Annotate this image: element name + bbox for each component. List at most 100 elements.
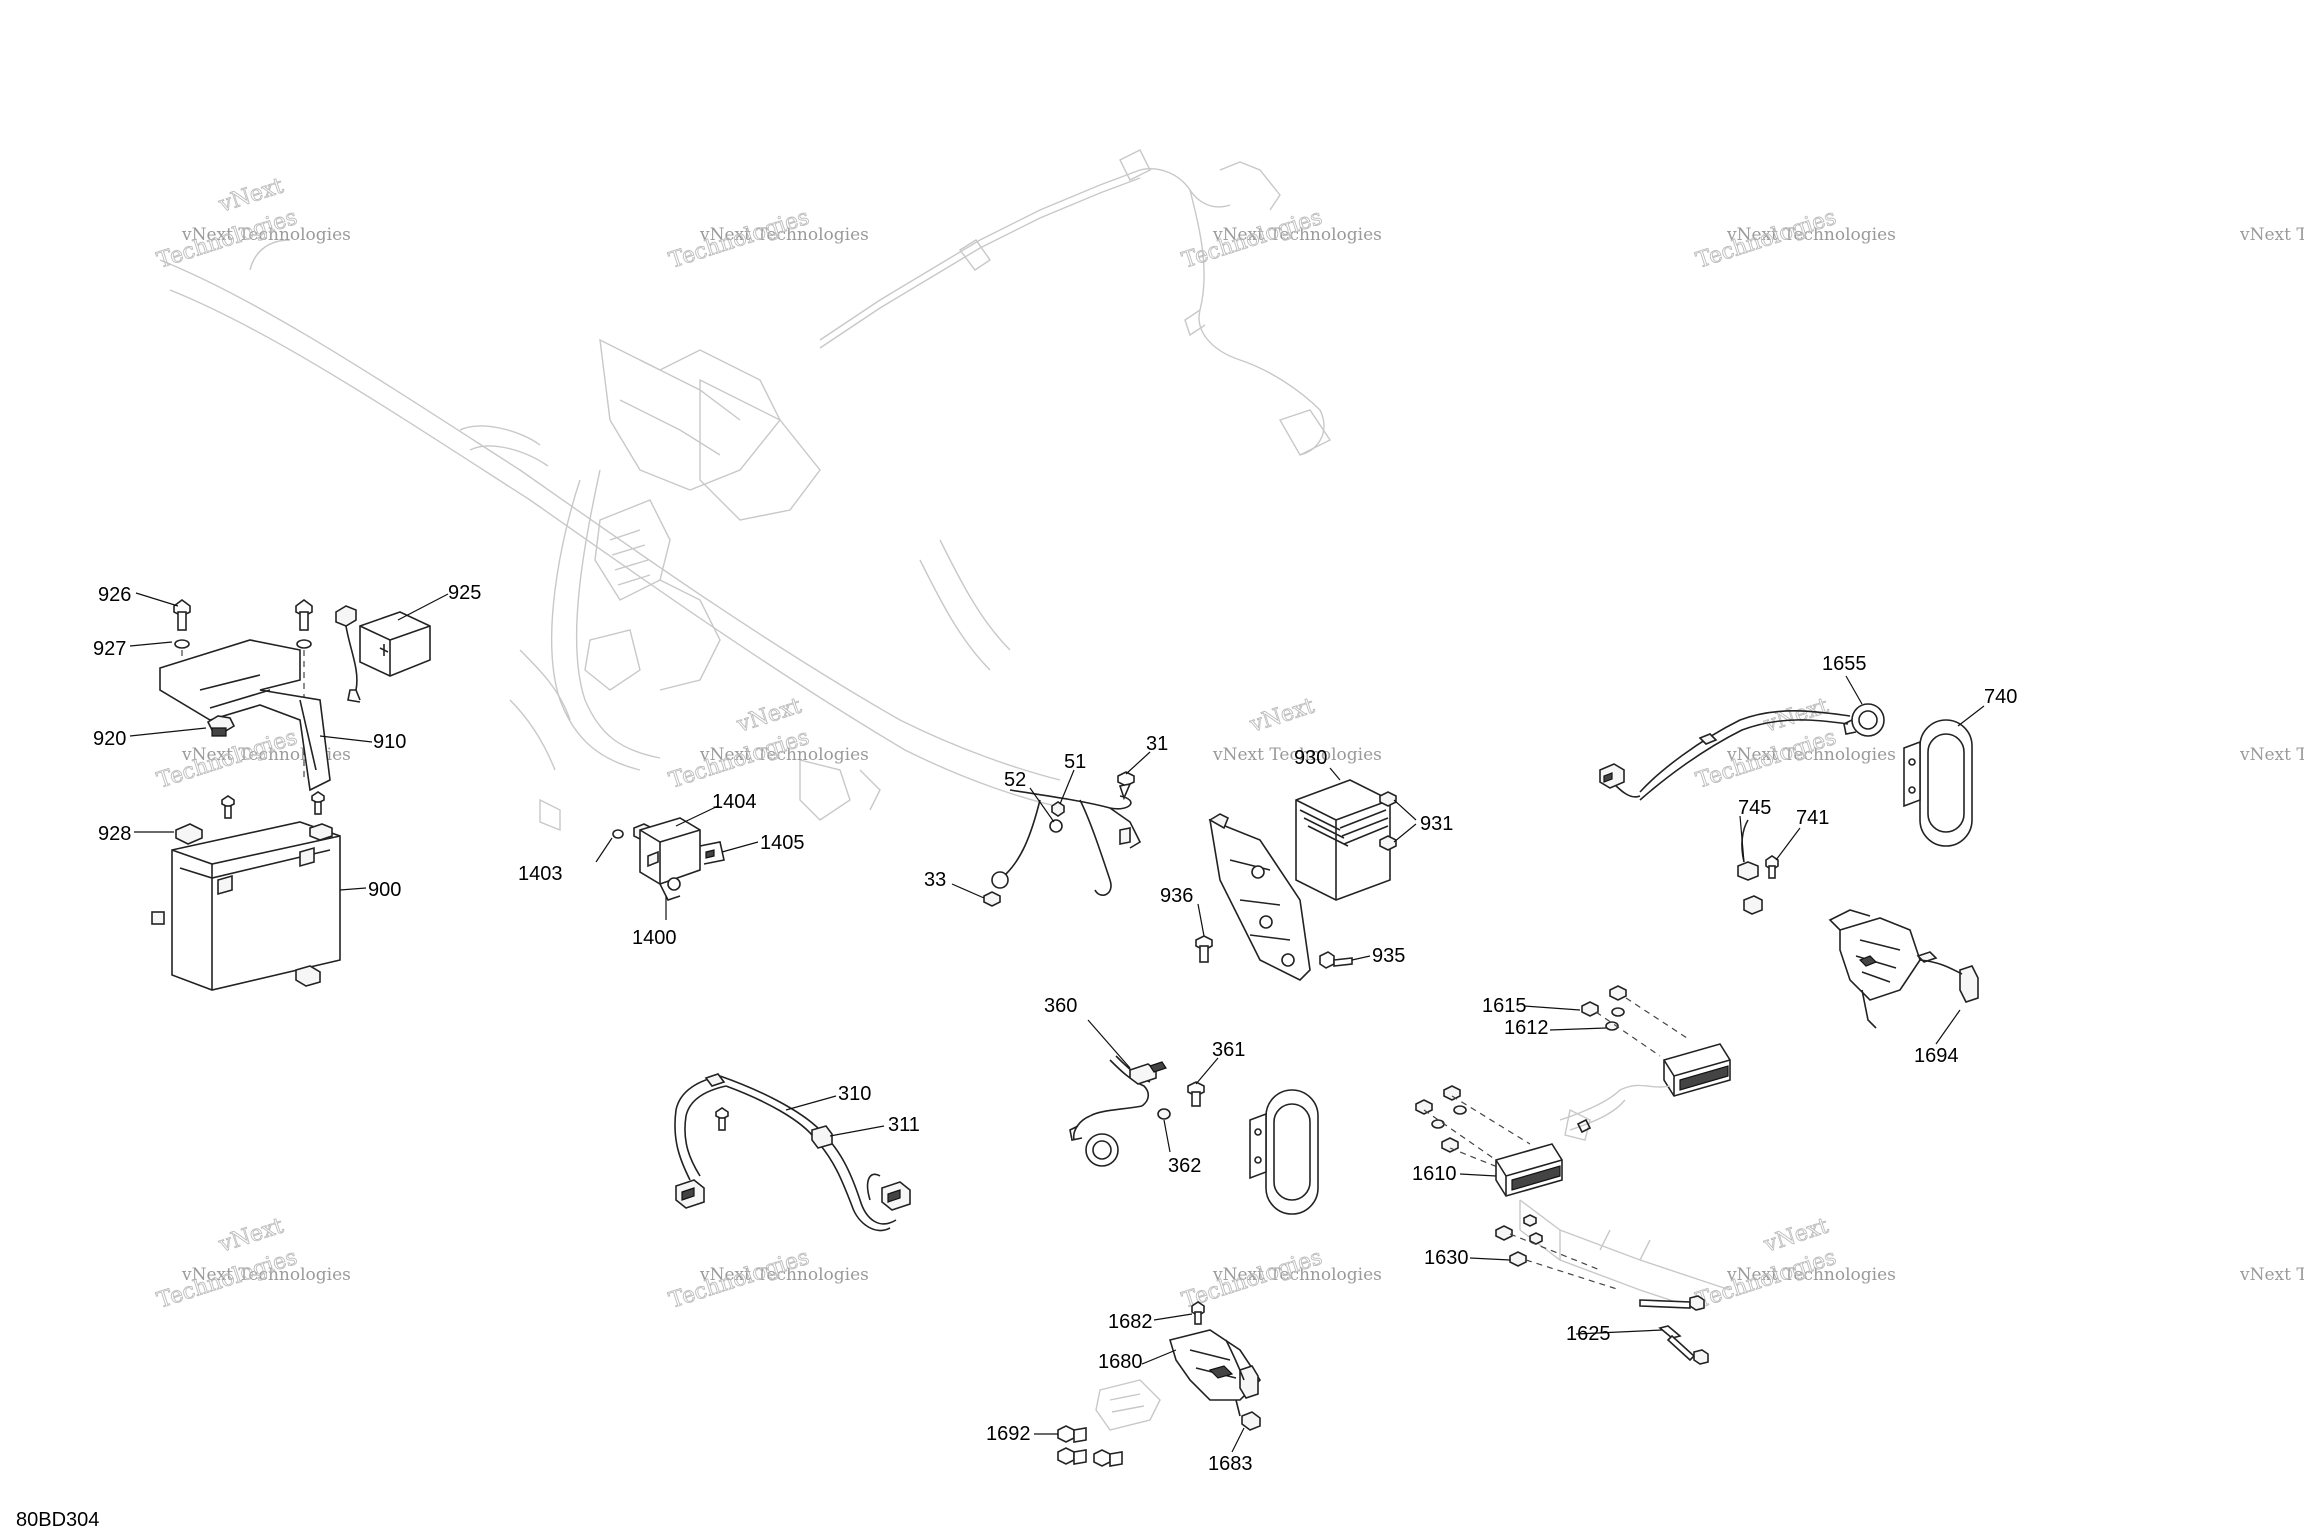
bolt-31 xyxy=(1117,771,1135,801)
svg-text:vNext Technologies: vNext Technologies xyxy=(699,745,869,765)
light-360-group xyxy=(1069,1055,1319,1215)
callout-311: 311 xyxy=(888,1114,920,1136)
washer-927b xyxy=(296,639,312,649)
module-930-group xyxy=(1195,779,1397,981)
watermark: vNext Technologies vNext Technologies xyxy=(154,1213,351,1314)
callout-310: 310 xyxy=(838,1083,871,1105)
lamp-740 xyxy=(1903,719,1973,847)
callout-1680: 1680 xyxy=(1098,1351,1143,1373)
callout-1655: 1655 xyxy=(1822,653,1867,675)
bolt-926 xyxy=(173,599,191,631)
watermark: vNext Technologies xyxy=(2239,745,2304,765)
callout-1404: 1404 xyxy=(712,791,757,813)
callout-1615: 1615 xyxy=(1482,995,1527,1017)
lamp-1610 xyxy=(1495,1143,1563,1197)
callout-33: 33 xyxy=(924,869,946,891)
svg-text:vNext Technologies: vNext Technologies xyxy=(181,1265,351,1285)
harness-360 xyxy=(1069,1055,1167,1167)
screw-1682 xyxy=(1191,1301,1205,1325)
battery-group xyxy=(151,599,431,991)
watermark: vNext Technologies Technologies xyxy=(666,204,869,274)
nuts-1615 xyxy=(1581,985,1627,1017)
ecm-930 xyxy=(1295,779,1391,901)
callout-936: 936 xyxy=(1160,885,1193,907)
screw-741 xyxy=(1765,855,1779,879)
light-group-right xyxy=(1599,703,1979,1029)
washer-927 xyxy=(174,639,190,649)
bolts-1625 xyxy=(1639,1295,1709,1365)
svg-text:vNext Technologies: vNext Technologies xyxy=(181,225,351,245)
screw-small xyxy=(311,791,325,815)
bolt-926b xyxy=(295,599,313,631)
grommet-52 xyxy=(1049,819,1063,833)
screws-1610 xyxy=(1415,1085,1467,1153)
harness-1655 xyxy=(1599,703,1885,801)
svg-text:vNext Technologies: vNext Technologies xyxy=(1212,225,1382,245)
bolt-361 xyxy=(1187,1081,1205,1107)
clip-311 xyxy=(811,1125,833,1149)
lamp-1612-top xyxy=(1663,1043,1731,1097)
callout-928: 928 xyxy=(98,823,131,845)
assembly-1694 xyxy=(1828,909,1979,1029)
svg-text:vNext Technologies: vNext Technologies xyxy=(2239,1265,2304,1285)
watermark-grid: vNext Technologies vNext Technologies vN… xyxy=(154,173,2304,1314)
bolt-936 xyxy=(1195,935,1213,963)
callout-1400: 1400 xyxy=(632,927,677,949)
nuts-1630 xyxy=(1495,1214,1543,1267)
svg-text:vNext Technologies: vNext Technologies xyxy=(1726,1265,1896,1285)
callout-1403: 1403 xyxy=(518,863,563,885)
part-1400-group xyxy=(612,817,725,901)
svg-text:vNext Technologies: vNext Technologies xyxy=(1726,745,1896,765)
screw-small xyxy=(221,795,235,819)
watermark: vNext Technologies xyxy=(2239,1265,2304,1285)
callout-741: 741 xyxy=(1796,807,1829,829)
svg-text:vNext: vNext xyxy=(1246,694,1318,739)
callout-745: 745 xyxy=(1738,797,1771,819)
svg-text:vNext Technologies: vNext Technologies xyxy=(1212,1265,1382,1285)
svg-text:vNext Technologies: vNext Technologies xyxy=(1726,225,1896,245)
callout-361: 361 xyxy=(1212,1039,1245,1061)
watermark: vNext Technologies vNext Technologies xyxy=(1693,1213,1896,1314)
bolt-935 xyxy=(1319,951,1353,969)
svg-text:vNext Technologies: vNext Technologies xyxy=(699,1265,869,1285)
clip-745 xyxy=(1737,819,1763,915)
callout-900: 900 xyxy=(368,879,401,901)
callout-931: 931 xyxy=(1420,813,1453,835)
callout-1630: 1630 xyxy=(1424,1247,1469,1269)
clip-1683 xyxy=(1235,1399,1261,1431)
callout-51: 51 xyxy=(1064,751,1086,773)
callout-1692: 1692 xyxy=(986,1423,1031,1445)
callout-1405: 1405 xyxy=(760,832,805,854)
callout-31: 31 xyxy=(1146,733,1168,755)
lamp-1610-group xyxy=(1415,985,1731,1365)
callout-935: 935 xyxy=(1372,945,1405,967)
callout-1683: 1683 xyxy=(1208,1453,1253,1475)
cover-925 xyxy=(335,605,431,703)
washer-362 xyxy=(1157,1108,1171,1120)
nut-33 xyxy=(983,891,1001,907)
callout-740: 740 xyxy=(1984,686,2017,708)
nut-920 xyxy=(206,715,236,737)
svg-text:vNext Technologies: vNext Technologies xyxy=(2239,225,2304,245)
screw-harness xyxy=(715,1107,729,1131)
callout-927: 927 xyxy=(93,638,126,660)
svg-text:vNext Technologies: vNext Technologies xyxy=(699,225,869,245)
bracket-ghost xyxy=(1519,1199,1731,1311)
callout-1682: 1682 xyxy=(1108,1311,1153,1333)
callout-1612: 1612 xyxy=(1504,1017,1549,1039)
watermark: vNext Technologies vNext Technologies xyxy=(154,173,351,274)
callout-920: 920 xyxy=(93,728,126,750)
bracket-ecm xyxy=(1208,813,1311,981)
callout-926: 926 xyxy=(98,584,131,606)
svg-text:vNext Technologies: vNext Technologies xyxy=(2239,745,2304,765)
diagram-code: 80BD304 xyxy=(16,1509,99,1531)
callout-362: 362 xyxy=(1168,1155,1201,1177)
callout-52: 52 xyxy=(1004,769,1026,791)
harness-16xx xyxy=(1559,1084,1671,1141)
callout-360: 360 xyxy=(1044,995,1077,1017)
callout-930: 930 xyxy=(1294,747,1327,769)
svg-text:vNext Technologies: vNext Technologies xyxy=(1212,745,1382,765)
callout-1625: 1625 xyxy=(1566,1323,1611,1345)
callout-1610: 1610 xyxy=(1412,1163,1457,1185)
